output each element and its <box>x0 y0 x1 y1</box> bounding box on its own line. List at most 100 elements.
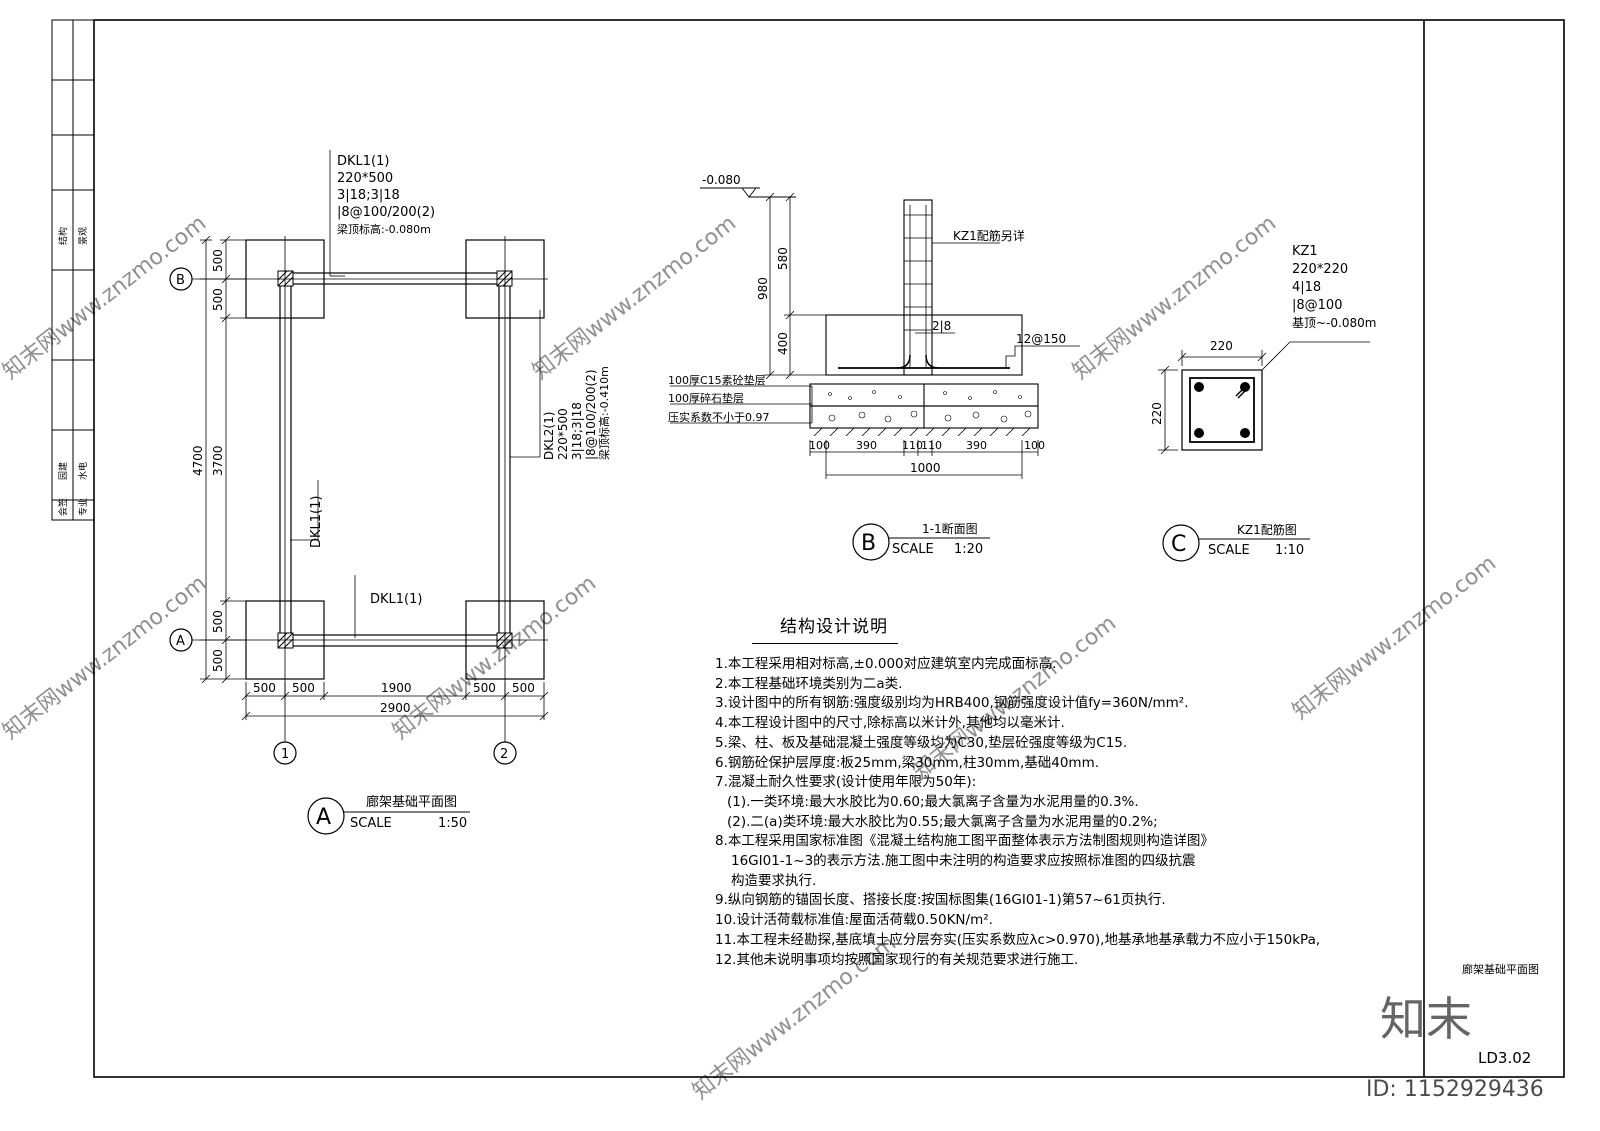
caption-scale-label: SCALE <box>350 816 392 831</box>
note-line: 1.本工程采用相对标高,±0.000对应建筑室内完成面标高. <box>715 656 1057 672</box>
strip-label: 结构 <box>57 227 69 245</box>
note-line: 11.本工程未经勘探,基底填土应分层夯实(压实系数应λc>0.970),地基承地… <box>715 931 1321 948</box>
dim-label: 1900 <box>381 681 412 695</box>
strip-label: 专业 <box>77 498 89 516</box>
dim-label: 500 <box>211 288 225 311</box>
bar-12: 12@150 <box>1016 332 1066 346</box>
layer3-label: 压实系数不小于0.97 <box>668 410 770 424</box>
beam-right-size: 220*500 <box>556 408 570 460</box>
dim-label: 110 <box>902 439 923 452</box>
dim-label: 220 <box>1210 339 1233 353</box>
caption-B: B 1-1断面图 SCALE 1:20 <box>852 521 990 561</box>
caption-scale-label: SCALE <box>1208 543 1250 558</box>
beam-bottom-label: DKL1(1) <box>370 592 422 607</box>
beam-right-code: DKL2(1) <box>542 412 556 460</box>
beam <box>284 634 506 647</box>
caption-A: A 廊架基础平面图 SCALE 1:50 <box>307 794 470 835</box>
axis-1-label: 1 <box>281 747 289 762</box>
watermark-id: ID: 1152929436 <box>1366 1077 1544 1102</box>
column-elev: 基顶~-0.080m <box>1292 316 1376 330</box>
beam-top-elev: 梁顶标高:-0.080m <box>337 222 431 236</box>
note-line: 3.设计图中的所有钢筋:强度级别均为HRB400,钢筋强度设计值fy=360N/… <box>715 695 1189 712</box>
drawing-name: 廊架基础平面图 <box>1462 962 1539 976</box>
svg-text:知末网www.znzmo.com: 知末网www.znzmo.com <box>528 211 741 385</box>
axis-B-label: B <box>176 273 185 288</box>
beam-top-code: DKL1(1) <box>337 154 389 169</box>
note-line: 9.纵向钢筋的锚固长度、搭接长度:按国标图集(16GI01-1)第57~61页执… <box>715 892 1166 909</box>
dim-label: 500 <box>512 681 535 695</box>
dim-label: 580 <box>776 247 790 270</box>
caption-title: KZ1配筋图 <box>1237 522 1297 537</box>
column-size: 220*220 <box>1292 262 1348 277</box>
dim-label: 390 <box>966 439 987 452</box>
dim-label: 500 <box>211 249 225 272</box>
beam-right-elev: 梁顶标高:-0.410m <box>597 366 611 460</box>
layer1-label: 100厚C15素砼垫层 <box>668 373 766 387</box>
strip-label: 园建 <box>57 462 69 480</box>
column-rebar: 4|18 <box>1292 280 1321 295</box>
note-line: (2).二(a)类环境:最大水胶比为0.55;最大氯离子含量为水泥用量的0.2%… <box>727 813 1158 830</box>
svg-text:知末网www.znzmo.com: 知末网www.znzmo.com <box>1068 211 1281 385</box>
axis-2-label: 2 <box>500 747 508 762</box>
note-line: 6.钢筋砼保护层厚度:板25mm,梁30mm,柱30mm,基础40mm. <box>715 754 1100 771</box>
title-block: 廊架基础平面图 LD3.02 <box>1462 962 1539 1067</box>
dim-label: 100 <box>1024 439 1045 452</box>
column-section <box>1158 341 1370 455</box>
column-stirrup: |8@100 <box>1292 298 1342 313</box>
note-line: 10.设计活荷载标准值:屋面活荷载0.50KN/m². <box>715 912 993 929</box>
beam <box>279 278 292 642</box>
strip-label: 会签 <box>57 498 69 516</box>
note-line: 16GI01-1~3的表示方法.施工图中未注明的构造要求应按照标准图的四级抗震 <box>731 853 1196 870</box>
caption-title: 廊架基础平面图 <box>366 794 457 810</box>
axis-A-label: A <box>176 634 185 649</box>
beam <box>498 278 511 642</box>
svg-text:知末网www.znzmo.com: 知末网www.znzmo.com <box>0 571 211 745</box>
svg-text:知末网www.znzmo.com: 知末网www.znzmo.com <box>0 211 211 385</box>
dim-label: 500 <box>292 681 315 695</box>
beam-top-size: 220*500 <box>337 171 393 186</box>
caption-letter: A <box>316 805 331 830</box>
dim-label: 390 <box>856 439 877 452</box>
note-line: 5.梁、柱、板及基础混凝土强度等级均为C30,垫层砼强度等级为C15. <box>715 734 1128 751</box>
kz1-note: KZ1配筋另详 <box>953 228 1025 243</box>
section-view <box>670 187 1080 479</box>
caption-title: 1-1断面图 <box>922 521 978 536</box>
caption-letter: B <box>861 531 876 556</box>
note-line: 7.混凝土耐久性要求(设计使用年限为50年): <box>715 774 977 791</box>
dim-label: 500 <box>473 681 496 695</box>
left-strip <box>51 19 95 521</box>
dim-label: 500 <box>253 681 276 695</box>
plan-texts: DKL1(1) 220*500 3|18;3|18 |8@100/200(2) … <box>176 154 611 762</box>
dim-label: 3700 <box>211 445 225 476</box>
dim-label: 100 <box>809 439 830 452</box>
caption-letter: C <box>1171 532 1186 557</box>
caption-scale: 1:20 <box>954 542 983 557</box>
beam-right-rebar: 3|18;3|18 <box>570 402 584 460</box>
notes-title: 结构设计说明 <box>780 617 888 637</box>
column-code: KZ1 <box>1292 244 1318 259</box>
dim-label: 2900 <box>380 701 411 715</box>
caption-scale-label: SCALE <box>892 542 934 557</box>
notes-title-underline <box>752 643 898 644</box>
dim-label: 500 <box>211 610 225 633</box>
section-elev: -0.080 <box>702 173 741 187</box>
caption-scale: 1:50 <box>438 816 467 831</box>
beam-right-stirrup: |8@100/200(2) <box>584 369 598 460</box>
note-line: 2.本工程基础环境类别为二a类. <box>715 675 903 692</box>
beam-top-rebar: 3|18;3|18 <box>337 188 400 203</box>
note-line: (1).一类环境:最大水胶比为0.60;最大氯离子含量为水泥用量的0.3%. <box>727 793 1139 810</box>
caption-scale: 1:10 <box>1275 543 1304 558</box>
beam-left-label: DKL1(1) <box>309 496 324 548</box>
dim-label: 220 <box>1150 402 1164 425</box>
dim-label: 500 <box>211 649 225 672</box>
dim-total: 1000 <box>910 461 941 475</box>
left-strip-labels: 结构 景观 园建 水电 会签 专业 <box>57 227 89 516</box>
layer2-label: 100厚碎石垫层 <box>668 391 744 405</box>
strip-label: 水电 <box>77 462 89 480</box>
dim-label: 4700 <box>191 445 205 476</box>
column-texts: KZ1 220*220 4|18 |8@100 基顶~-0.080m 220 2… <box>1150 244 1376 425</box>
note-line: 8.本工程采用国家标准图《混凝土结构施工图平面整体表示方法制图规则构造详图》 <box>715 833 1214 850</box>
plan-view <box>169 150 549 765</box>
caption-C: C KZ1配筋图 SCALE 1:10 <box>1162 522 1310 562</box>
note-line: 构造要求执行. <box>731 872 817 889</box>
